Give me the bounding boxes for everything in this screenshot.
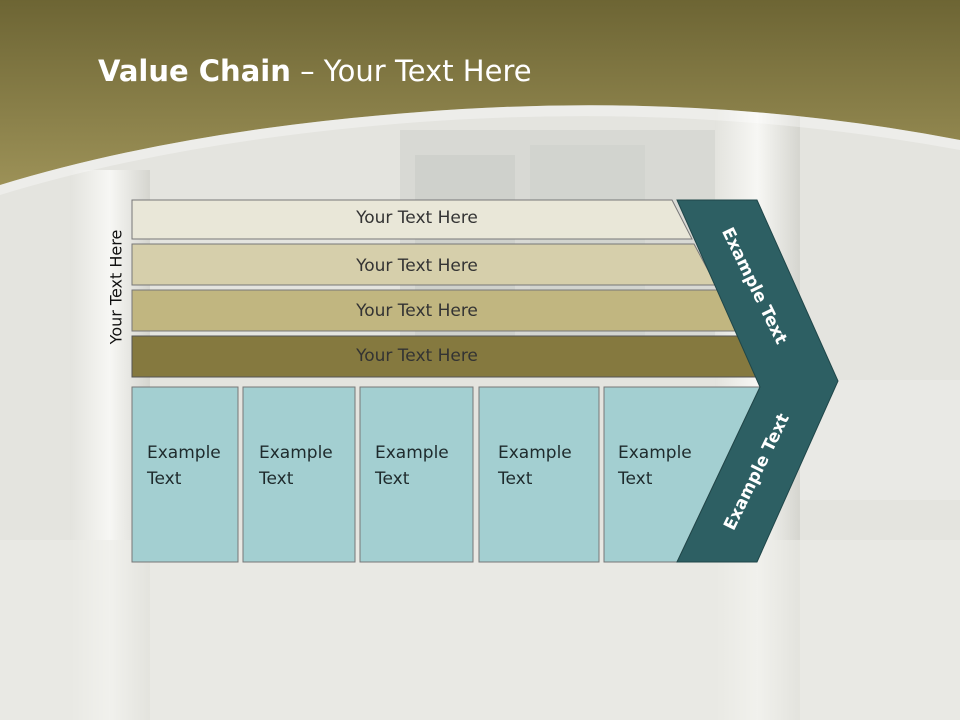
diagram-reflection (0, 566, 960, 696)
primary-box-4-text: Example Text (498, 443, 572, 489)
title-rest: – Your Text Here (290, 54, 532, 88)
support-bar-1 (131, 199, 693, 240)
primary-box-4 (478, 386, 600, 563)
primary-box-2-text: Example Text (259, 443, 333, 489)
primary-box-3 (359, 386, 474, 563)
support-bar-2-label: Your Text Here (356, 256, 478, 276)
primary-box-1-text: Example Text (147, 443, 221, 489)
margin-chevron (676, 199, 839, 563)
support-bar-1-label: Your Text Here (356, 208, 478, 228)
primary-box-3-text: Example Text (375, 443, 449, 489)
slide-title: Value Chain – Your Text Here (98, 54, 532, 88)
primary-box-2 (242, 386, 356, 563)
primary-box-5-text: Example Text (618, 443, 692, 489)
support-bar-3-label: Your Text Here (356, 301, 478, 321)
support-bar-4-label: Your Text Here (356, 346, 478, 366)
primary-box-1 (131, 386, 239, 563)
title-bold: Value Chain (98, 54, 291, 88)
